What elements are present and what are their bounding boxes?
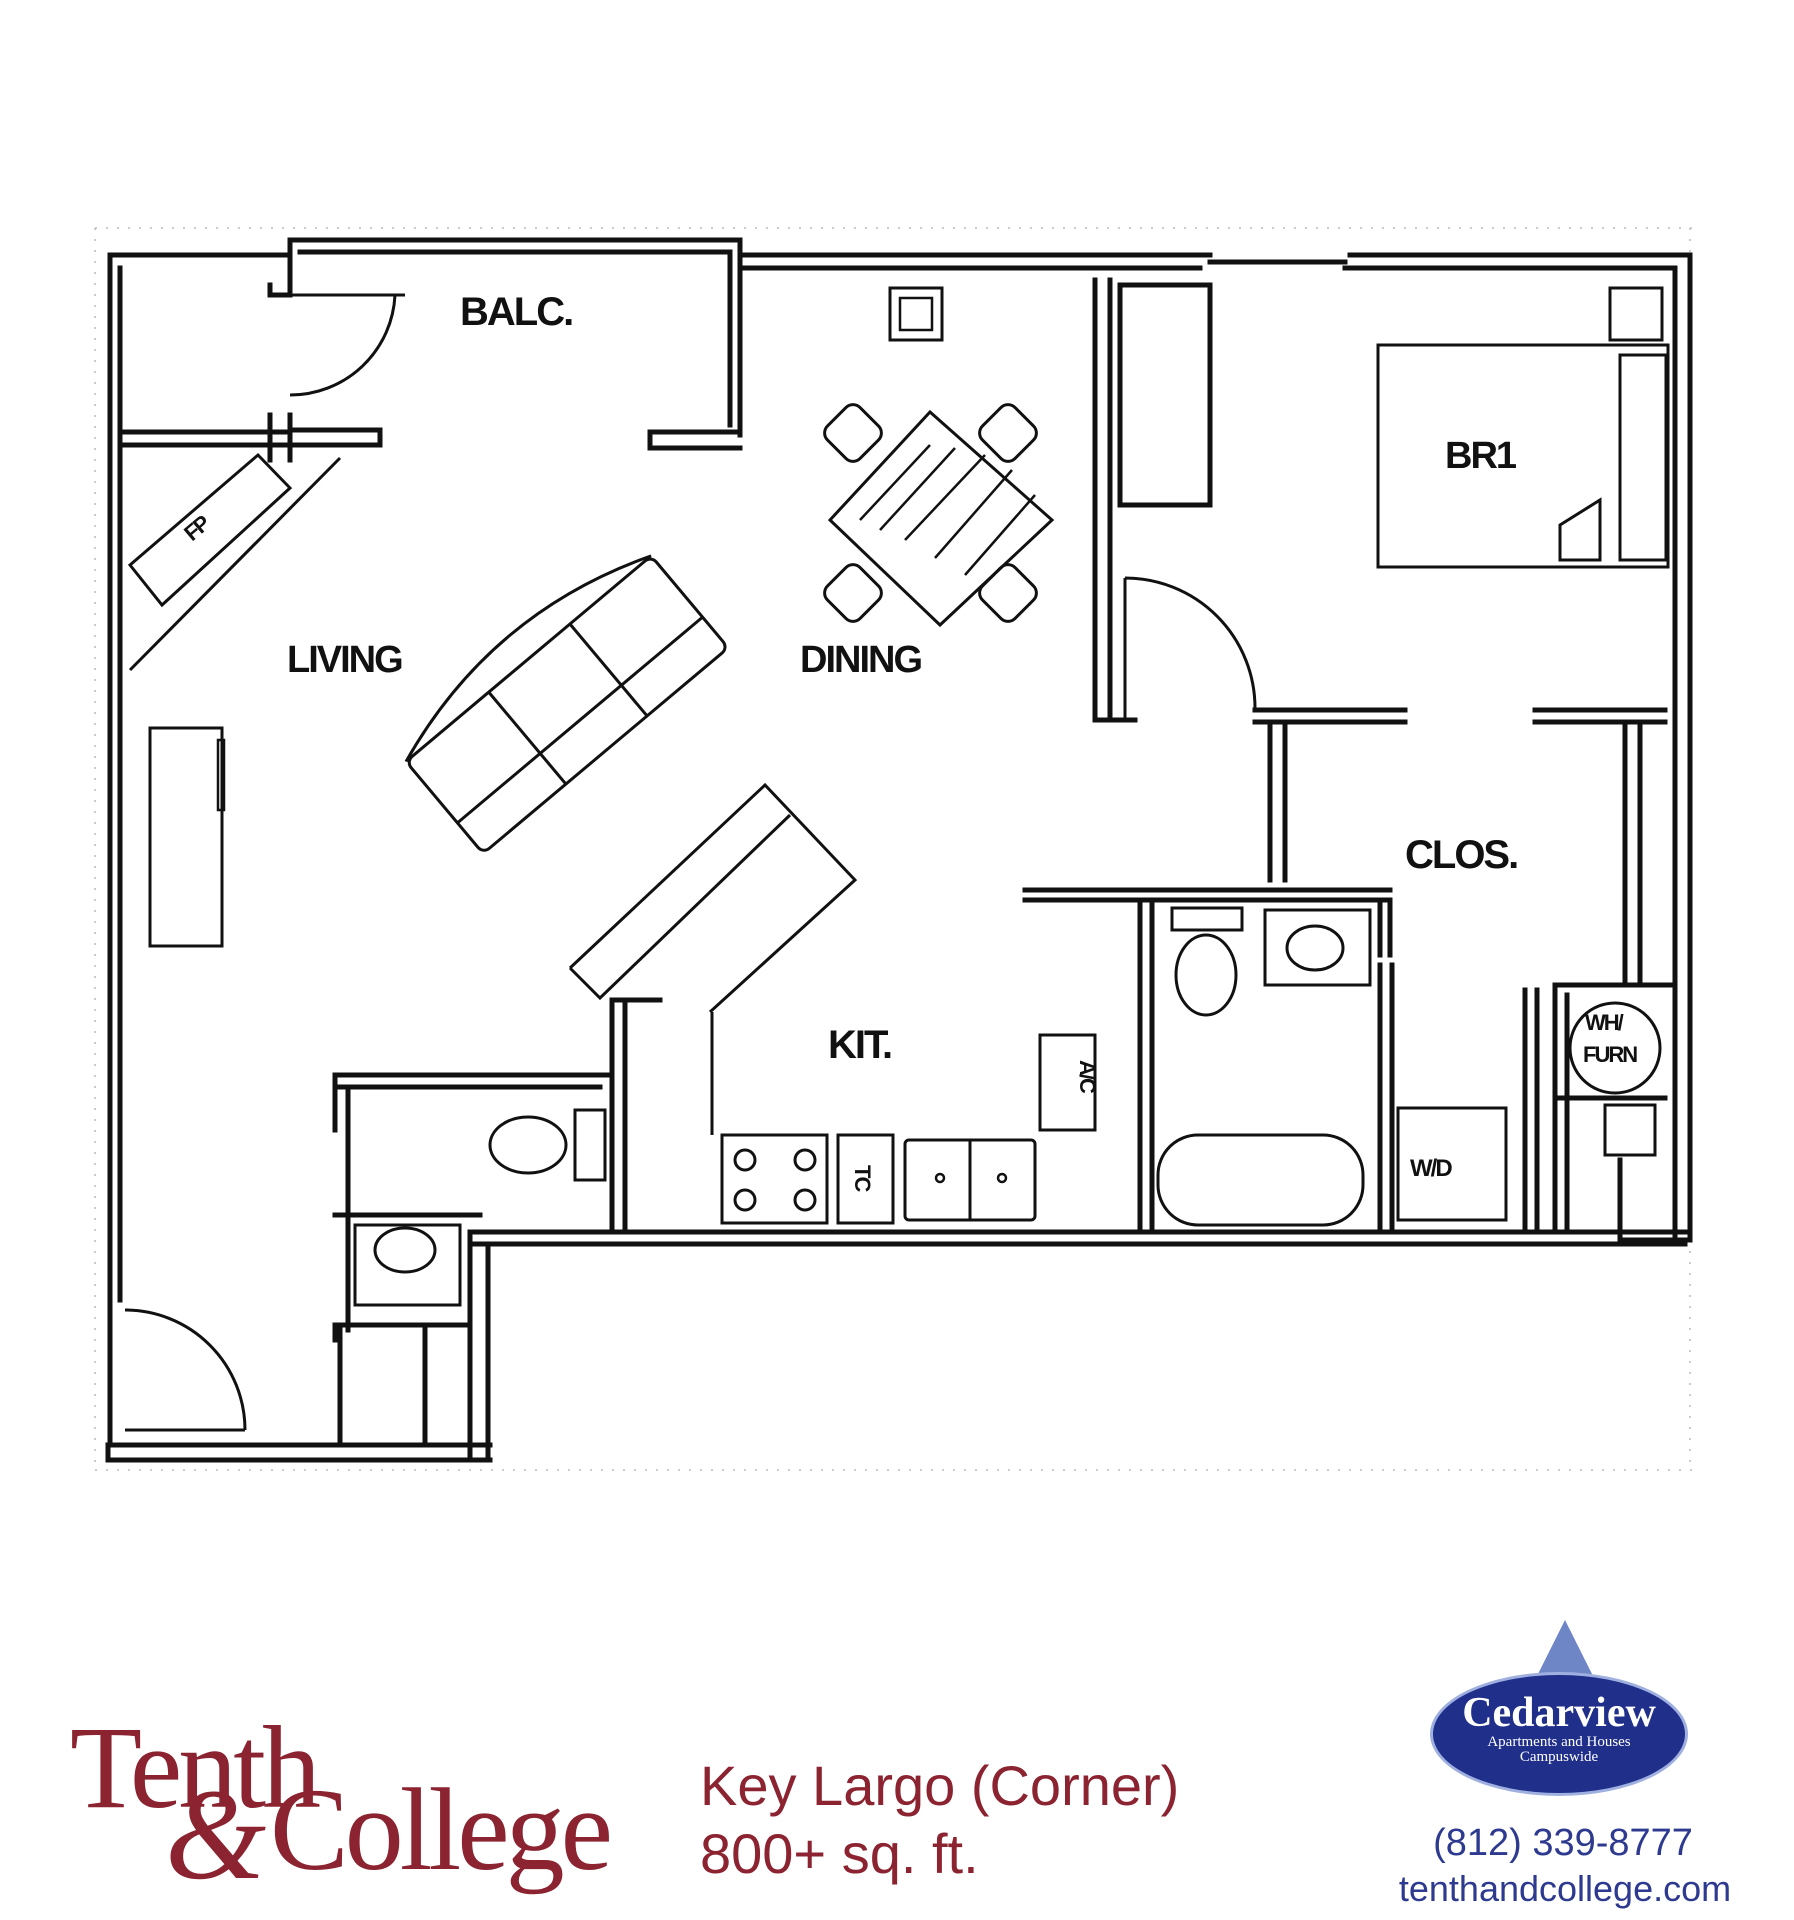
living-label: LIVING [287, 639, 402, 681]
cedarview-logo: Cedarview Apartments and Houses Campuswi… [1425, 1620, 1705, 1796]
model-name: Key Largo (Corner) [700, 1754, 1180, 1817]
washer-dryer-label: W/D [1410, 1155, 1452, 1182]
balcony-door [289, 293, 405, 397]
website-link[interactable]: tenthandcollege.com [1398, 1868, 1732, 1909]
brand-word-tenth: Tenth [70, 1702, 321, 1833]
closet-label: CLOS. [1405, 833, 1517, 877]
structural-columns [888, 286, 1664, 1157]
kitchen-appliances: A/C TC [720, 1033, 1100, 1225]
cedarview-tagline-1: Apartments and Houses [1487, 1734, 1631, 1750]
ac-label: A/C [1075, 1060, 1100, 1094]
tenth-and-college-logo: Tenth & College [70, 1700, 630, 1907]
water-heater-label-1: WH/ [1585, 1010, 1624, 1035]
kitchen-label: KIT. [828, 1023, 891, 1067]
balcony-label: BALC. [460, 290, 572, 334]
floorplan-info: Key Largo (Corner) 800+ sq. ft. [700, 1752, 1179, 1888]
square-footage: 800+ sq. ft. [700, 1822, 979, 1885]
fireplace-label: FP [179, 510, 215, 546]
cedarview-badge: Cedarview Apartments and Houses Campuswi… [1430, 1672, 1688, 1796]
entry-door [124, 1308, 247, 1432]
bedroom-door [1123, 576, 1257, 718]
fireplace: FP [127, 452, 342, 672]
cedarview-tagline-2: Campuswide [1519, 1749, 1599, 1765]
media-console [148, 726, 226, 948]
interior-walls [117, 237, 1673, 1443]
sofa [404, 554, 727, 852]
brand-word-college: College [270, 1764, 613, 1895]
phone-number: (812) 339-8777 [1433, 1822, 1693, 1864]
water-heater-label-2: FURN [1583, 1042, 1637, 1067]
bed [1376, 343, 1670, 569]
exterior-walls [105, 237, 1693, 1463]
bedroom-label: BR1 [1445, 435, 1517, 477]
water-heater [1568, 1001, 1662, 1095]
brand-ampersand: & [165, 1763, 267, 1907]
dining-label: DINING [800, 639, 921, 681]
bathroom-fixtures [353, 906, 1508, 1307]
dining-set [823, 403, 1055, 628]
trash-compactor-label: TC [850, 1165, 875, 1192]
cedarview-name: Cedarview [1462, 1690, 1656, 1736]
breakfast-bar [568, 782, 858, 1135]
